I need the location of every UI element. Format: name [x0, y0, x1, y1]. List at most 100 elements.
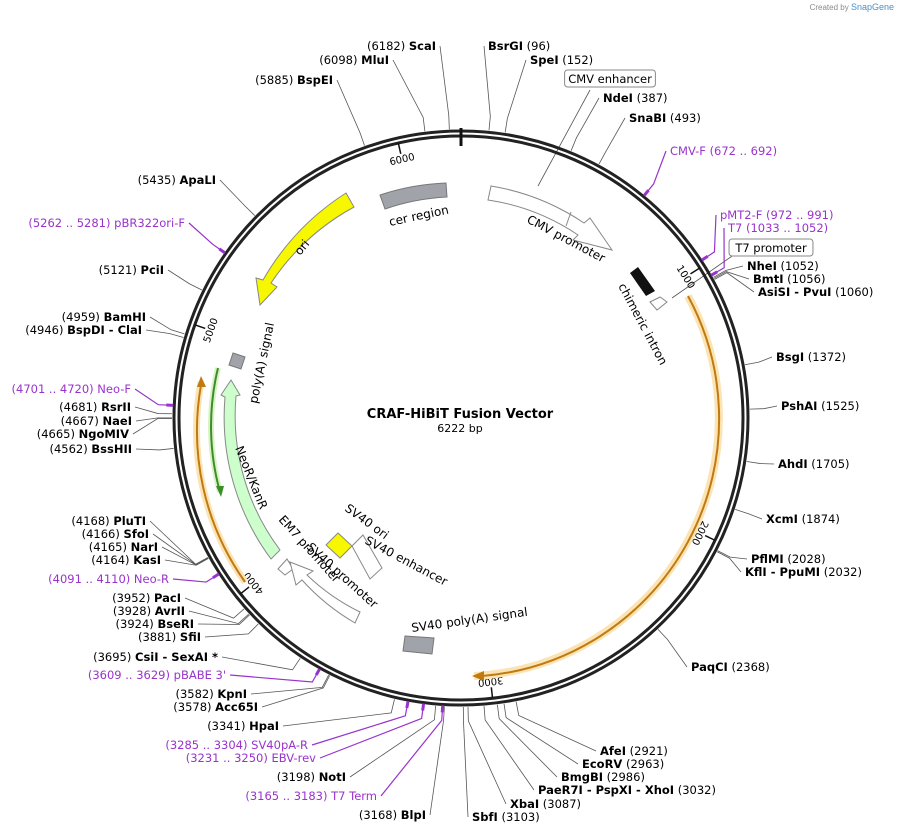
site-label-xcmi: XcmI (1874): [766, 512, 840, 526]
primer-label-neo-r: (4091 .. 4110) Neo-R: [48, 572, 169, 586]
primer-leader-line: [380, 706, 444, 797]
site-label-bsrgi: BsrGI (96): [488, 39, 550, 53]
site-leader-line: [134, 406, 173, 415]
neor-green-orf: [210, 367, 221, 493]
site-leader-line: [188, 610, 249, 625]
neor-green-orf-arrowhead: [216, 486, 224, 497]
primer-mark: [701, 255, 709, 262]
site-label-ecorv: EcoRV (2963): [582, 757, 664, 771]
site-label-pflmi: PflMI (2028): [751, 552, 826, 566]
site-label-pshai: PshAI (1525): [781, 399, 859, 413]
site-leader-line: [261, 675, 331, 708]
site-leader-line: [717, 550, 748, 560]
site-leader-line: [250, 674, 330, 695]
primer-mark: [405, 700, 410, 709]
sv40-enhancer-arrow: [351, 534, 383, 580]
site-label-bsshii: (4562) BssHII: [49, 442, 132, 456]
site-label-avrii: (3928) AvrII: [113, 604, 185, 618]
site-leader-line: [483, 45, 491, 131]
primer-mark: [218, 247, 226, 255]
polya-signal-block: [228, 352, 246, 370]
site-label-rsrii: (4681) RsrII: [59, 400, 131, 414]
site-label-bmti: BmtI (1056): [753, 272, 825, 286]
neo-orf-arrow: [196, 384, 246, 583]
primer-leader-line: [644, 150, 667, 196]
boxed-label-cmv-enhancer: CMV enhancer: [568, 72, 652, 86]
site-leader-line: [735, 508, 763, 520]
ruler-tick: [704, 534, 716, 542]
ruler-label: 4000: [242, 570, 266, 597]
site-leader-line: [336, 79, 365, 146]
cmv-promoter-arrow: [487, 185, 614, 251]
site-label-ndei: NdeI (387): [603, 91, 668, 105]
map-title: CRAF-HiBiT Fusion Vector: [367, 407, 554, 422]
site-leader-line: [204, 623, 259, 638]
cmv-enhancer-divider: [565, 211, 572, 227]
primer-mark: [421, 703, 426, 711]
neo-orf-arrowhead: [197, 376, 206, 387]
ruler-label: 1000: [674, 264, 697, 291]
craf-hibit-orf-arrowhead: [472, 671, 484, 681]
ori-arrow: [255, 192, 355, 307]
site-label-spei: SpeI (152): [530, 53, 593, 67]
features: [193, 182, 723, 681]
site-leader-line: [504, 59, 527, 133]
site-leader-line: [744, 356, 773, 366]
site-label-xbai: XbaI (3087): [510, 797, 581, 811]
site-leader-line: [467, 706, 507, 805]
primer-leader-line: [134, 388, 173, 406]
site-leader-line: [145, 329, 184, 338]
site-label-kasi: (4164) KasI: [91, 553, 161, 567]
site-leader-line: [496, 704, 558, 778]
site-leader-line: [713, 271, 750, 280]
site-leader-line: [515, 701, 597, 752]
site-label-nari: (4165) NarI: [89, 540, 158, 554]
site-label-bseri: (3924) BseRI: [116, 617, 194, 631]
craf-hibit-orf-arrow: [481, 295, 721, 677]
site-label-noti: (3198) NotI: [277, 770, 346, 784]
boxed-label-frame: [564, 69, 656, 88]
site-label-mlui: (6098) MluI: [319, 53, 389, 67]
primer-label-sv40pa-r: (3285 .. 3304) SV40pA-R: [165, 738, 308, 752]
primer-mark: [710, 270, 718, 277]
site-leader-line: [132, 418, 173, 435]
site-label-sfoi: (4166) SfoI: [82, 527, 149, 541]
sv40-promoter-arrow: [289, 561, 361, 624]
chimeric-intron-bar: [630, 267, 655, 296]
sv40-polya-block: [402, 635, 435, 655]
site-label-paer7i-pspxi-xhoi: PaeR7I - PspXI - XhoI (3032): [538, 783, 716, 797]
primer-leader-line: [188, 222, 225, 253]
site-label-kfli-ppumi: KflI - PpuMI (2032): [745, 565, 862, 579]
primer-label-ebv-rev: (3231 .. 3250) EBV-rev: [186, 751, 316, 765]
ruler-label: 6000: [389, 152, 416, 168]
ruler-label: 5000: [202, 317, 221, 345]
site-leader-line: [167, 269, 203, 291]
site-label-bspdi-clai: (4946) BspDI - ClaI: [25, 323, 142, 337]
site-leader-line: [219, 179, 256, 216]
site-leader-line: [462, 706, 469, 818]
site-leader-line: [221, 656, 301, 671]
cmv-enhancer-leader: [537, 89, 591, 187]
ruler-tick: [194, 324, 206, 330]
site-leader-line: [184, 597, 245, 619]
site-leader-line: [746, 461, 775, 465]
feature-label-chimeric-intron: chimeric intron: [615, 281, 670, 368]
site-label-paqci: PaqCI (2368): [691, 660, 770, 674]
site-leader-line: [135, 448, 174, 451]
snapgene-brand: SnapGene: [850, 2, 894, 12]
site-leader-line: [349, 705, 437, 778]
site-leader-line: [714, 272, 755, 293]
site-label-sbfi: SbfI (3103): [472, 810, 540, 824]
site-leader-line: [164, 558, 209, 566]
site-label-kpni: (3582) KpnI: [175, 687, 247, 701]
primer-leader-line: [319, 704, 425, 759]
site-label-sfii: (3881) SfiI: [138, 630, 201, 644]
site-label-apali: (5435) ApaLI: [138, 173, 216, 187]
site-leader-line: [392, 59, 426, 132]
site-leader-line: [749, 405, 778, 410]
site-leader-line: [282, 699, 395, 727]
site-leader-line: [598, 117, 626, 165]
site-label-bsgi: BsgI (1372): [776, 350, 846, 364]
